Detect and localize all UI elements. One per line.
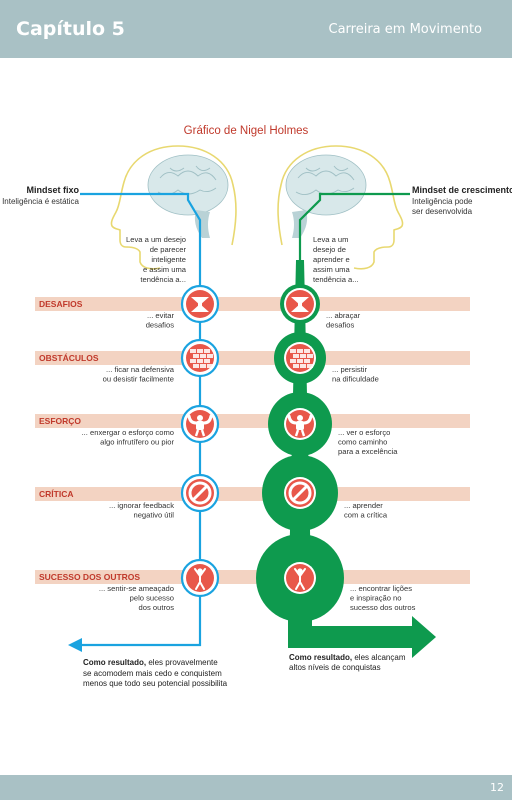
row-label: ESFORÇO [39,416,81,426]
challenge-icon [291,297,309,312]
fixed-intro-line: e assim uma [143,265,187,274]
fixed-response-line: desafios [146,321,174,330]
row-label: OBSTÁCULOS [39,353,99,363]
flexing-strongman-icon [287,414,313,437]
fixed-intro-line: inteligente [151,255,186,264]
mindset-infographic: Gráfico de Nigel Holmes DESAFIOS ... evit… [2,125,512,688]
row-band [35,487,470,501]
flexing-strongman-icon [187,414,213,437]
fixed-mindset-label: Mindset fixo [26,185,79,195]
fixed-response-line: ... sentir-se ameaçado [99,584,174,593]
challenge-icon [191,297,209,312]
mindset-row: SUCESSO DOS OUTROS ... sentir-se ameaçado… [39,534,416,622]
growth-description-line: Inteligência pode [412,197,473,206]
victory-person-icon [294,568,306,590]
growth-response-line: ... ver o esforço [338,428,390,437]
row-bands [35,297,470,584]
fixed-label-block: Mindset fixo Inteligência é estática [2,185,79,206]
book-title: Carreira em Movimento [328,22,483,37]
growth-intro-line: aprender e [313,255,350,264]
growth-label-block: Mindset de crescimento Inteligência pode… [412,185,512,216]
fixed-response-line: negativo útil [133,511,174,520]
growth-response-line: desafios [326,321,354,330]
fixed-result-line: menos que todo seu potencial possibilita [83,679,228,688]
page-number: 12 [490,781,504,794]
fixed-intro-line: tendência a... [140,275,186,284]
growth-response-line: ... abraçar [326,311,361,320]
growth-response-line: com a crítica [344,511,388,520]
victory-person-icon [194,568,206,590]
growth-result: Como resultado, eles alcançam altos níve… [289,653,406,672]
growth-arrow-head [288,616,436,658]
fixed-intro-line: de parecer [150,245,187,254]
fixed-result-line: se acomodem mais cedo e conquistem [83,669,222,678]
fixed-response-line: ... ficar na defensiva [106,365,175,374]
fixed-response-line: pelo sucesso [130,594,174,603]
growth-result-first-line: Como resultado, eles alcançam [289,653,406,662]
growth-response-line: e inspiração no [350,594,402,603]
infographic-title: Gráfico de Nigel Holmes [184,125,309,137]
growth-result-line: altos níveis de conquistas [289,663,381,672]
fixed-response-line: ou desistir facilmente [103,375,174,384]
no-sign-icon [288,481,312,505]
row-band [35,414,470,428]
chapter-title: Capítulo 5 [16,18,125,40]
growth-response-line: como caminho [338,438,387,447]
row-band [35,570,470,584]
row-band [35,297,470,311]
fixed-response-line: ... ignorar feedback [109,501,174,510]
growth-response-line: sucesso dos outros [350,603,416,612]
left-head [110,145,237,270]
growth-response-line: na dificuldade [332,375,379,384]
growth-intro-line: assim uma [313,265,350,274]
growth-response-line: ... encontrar lições [350,584,412,593]
fixed-intro-line: Leva a um desejo [126,235,186,244]
fixed-response-line: ... evitar [147,311,174,320]
brick-wall-icon [190,349,213,368]
growth-intro-line: desejo de [313,245,346,254]
row-band [35,351,470,365]
fixed-result-first-line: Como resultado, eles provavelmente [83,658,218,667]
fixed-mindset-line [68,192,202,652]
page-header: Capítulo 5 Carreira em Movimento [0,0,512,58]
no-sign-icon [188,481,212,505]
growth-mindset-label: Mindset de crescimento [412,185,512,195]
fixed-arrow-head [68,638,82,652]
row-label: DESAFIOS [39,299,83,309]
fixed-response-line: algo infrutífero ou pior [100,438,174,447]
growth-response-line: ... aprender [344,501,383,510]
fixed-mindset-description: Inteligência é estática [2,197,79,206]
growth-intro-line: tendência a... [313,275,359,284]
page-footer: 12 [0,775,512,800]
row-label: CRÍTICA [39,489,73,499]
row-label: SUCESSO DOS OUTROS [39,572,140,582]
growth-response-line: para a excelência [338,447,398,456]
fixed-response-line: ... enxergar o esforço como [82,428,174,437]
fixed-result: Como resultado, eles provavelmente se ac… [83,658,228,688]
growth-description-line: ser desenvolvida [412,207,473,216]
growth-intro-line: Leva a um [313,235,348,244]
fixed-response-line: dos outros [139,603,175,612]
growth-response-line: ... persistir [332,365,367,374]
brick-wall-icon [290,349,313,368]
